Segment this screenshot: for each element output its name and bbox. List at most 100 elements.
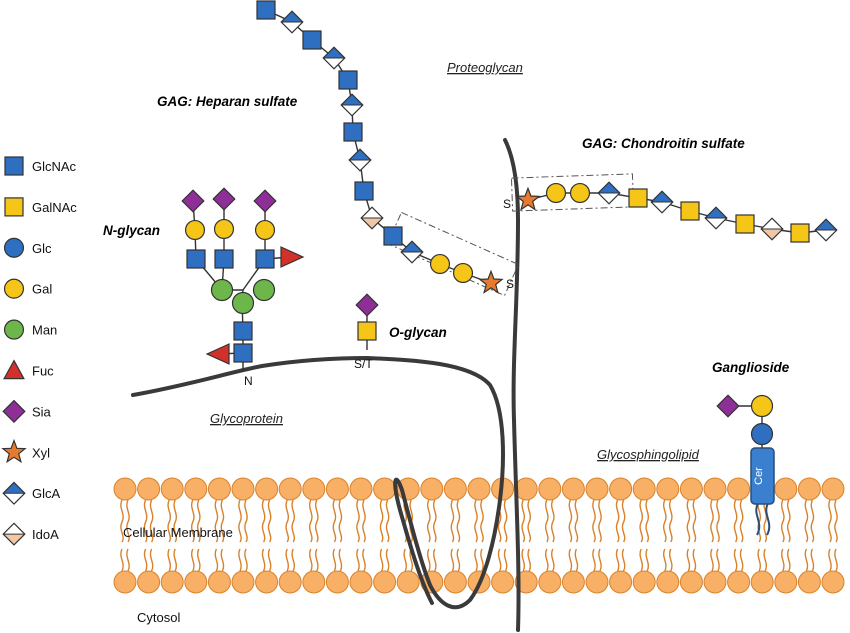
heparan-residue-gal [452,262,474,284]
lipid-tail [757,548,762,572]
lipid-tail [521,548,526,572]
lipid-head [184,477,208,501]
lipid-head [632,570,656,594]
lipid-head [137,570,161,594]
lipid-tail [639,548,644,572]
legend-icon-sia [2,399,26,424]
legend-icon-fuc [3,359,25,380]
lipid-tail [574,548,579,572]
lipid-head [255,477,279,501]
lipid-head [325,570,349,594]
site-s-chondroitin: S [503,197,511,211]
lipid-tail [834,499,838,543]
legend-label: Gal [32,282,52,297]
lipid-tail [574,499,579,543]
lipid-tail [615,548,620,572]
legend-icon-idoa [2,522,26,546]
heparan-residue-glcnac [383,226,403,246]
heparan-residue-glcnac [354,181,374,201]
lipid-tail [598,499,602,543]
lipid-tail [550,499,555,543]
lipid-tail [568,548,573,572]
glycan-links [192,9,827,448]
lipid-head [278,477,302,501]
glycoprotein-label: Glycoprotein [210,411,283,426]
lipid-head [231,570,255,594]
lipid-head [349,477,373,501]
legend-label: Fuc [32,364,54,379]
lipid-head [255,570,279,594]
n-glycan-core-man [210,278,234,302]
legend-icon-galnac [4,197,24,217]
lipid-tail [621,548,626,572]
lipid-tail [143,548,148,572]
lipid-head [774,477,798,501]
lipid-tail [244,499,248,543]
lipid-tail [592,548,596,572]
lipid-head [207,570,231,594]
legend-item-man: Man [3,319,57,340]
lipid-tail [710,499,714,543]
lipid-tail [338,548,343,572]
n-glycan-right-fuc [280,246,305,268]
lipid-tail [190,499,195,543]
lipid-tail [568,499,573,543]
lipid-head [160,570,184,594]
lipid-tail [450,499,455,543]
lipid-tail [480,499,484,543]
lipid-head [727,477,751,501]
lipid-head [113,477,137,501]
lipid-tail [190,548,195,572]
chondroitin-residue-galnac [790,223,810,243]
lipid-tail [267,499,272,543]
lipid-head [302,570,326,594]
heparan-residue-gal [429,253,451,275]
lipid-tail [214,499,219,543]
lipid-tail [143,499,148,543]
lipid-tail [267,548,272,572]
lipid-tail [385,499,390,543]
lipid-head [679,570,703,594]
heparan-residue-glca [280,10,304,34]
n-glycan-right-glcnac [255,249,275,269]
n-glycan-mid-gal [213,218,235,240]
lipid-head [207,477,231,501]
membrane-label: Cellular Membrane [123,525,233,540]
lipid-tail [763,499,768,543]
lipid-head [443,477,467,501]
site-s-heparan: S [506,277,514,291]
lipid-tail [739,548,744,572]
lipid-tail [126,499,130,543]
lipid-tail [356,499,360,543]
proteoglycan-label: Proteoglycan [447,60,523,75]
site-n: N [244,374,253,388]
proteoglycan-backbone [503,138,521,632]
legend-item-glcnac: GlcNAc [4,156,77,176]
lipid-tail [780,548,785,572]
chondroitin-title: GAG: Chondroitin sulfate [582,136,745,151]
glycan-residues [181,0,838,446]
n-glycan-core-man [252,278,276,302]
heparan-residue-glca [400,240,424,264]
lipid-head [656,477,680,501]
lipid-tail [308,499,313,543]
lipid-tail [598,548,602,572]
lipid-tail [362,548,366,572]
ganglioside-sia [716,394,740,418]
lipid-head [609,477,633,501]
lipid-tail [403,548,408,572]
legend-item-glc: Glc [3,237,52,258]
chondroitin-residue-xyl [515,186,541,211]
lipid-tail [220,499,225,543]
chondroitin-residue-gal [545,182,567,204]
heparan-residue-glca [348,148,372,172]
lipid-head [609,570,633,594]
lipid-head [231,477,255,501]
site-st: S/T [354,357,373,371]
lipid-head [703,570,727,594]
legend-item-fuc: Fuc [3,359,54,380]
o-glycan-galnac [357,321,377,341]
legend-item-gal: Gal [3,278,52,299]
lipid-head [679,477,703,501]
